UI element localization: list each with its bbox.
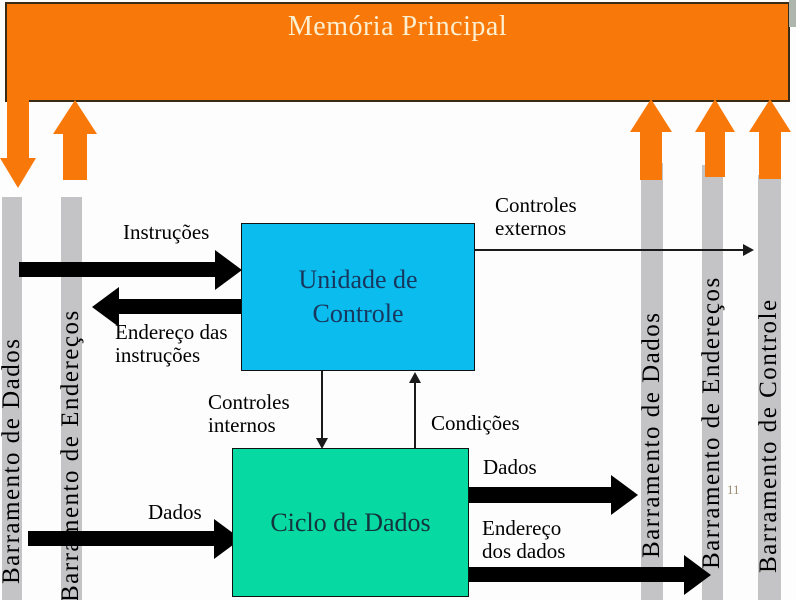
memory-up-left-arrow-body — [63, 132, 87, 180]
bus-label-left-data: Barramento de Dados — [0, 337, 25, 584]
memory-up-left-arrow-icon — [53, 100, 97, 134]
bus-bar-right-data — [641, 163, 663, 600]
conditions-arrow-line — [414, 383, 416, 453]
internal-controls-arrow-icon — [316, 438, 328, 449]
instructions-arrow-body — [19, 262, 215, 277]
control-unit-label: Unidade de Controle — [298, 265, 418, 328]
slide-corner-decoration — [789, 0, 796, 27]
data-cycle-label: Ciclo de Dados — [270, 507, 431, 537]
bus-bar-left-data — [2, 197, 22, 600]
external-controls-arrow-icon — [743, 244, 754, 256]
bus-bar-right-address — [702, 165, 723, 600]
data-in-arrow-body — [28, 531, 214, 546]
memory-up-right2-arrow-body — [705, 130, 725, 177]
control-unit-box: Unidade de Controle — [241, 223, 475, 371]
memory-up-right1-arrow-body — [640, 130, 662, 180]
instructions-label: Instruções — [123, 220, 210, 244]
external-controls-arrow-line — [475, 249, 743, 251]
memory-up-right3-arrow-icon — [749, 99, 791, 132]
instruction-address-label: Endereço das instruções — [115, 320, 228, 367]
data-address-label: Endereço dos dados — [482, 516, 566, 563]
external-controls-label: Controles externos — [495, 193, 577, 240]
memory-up-right1-arrow-icon — [630, 99, 672, 132]
bus-bar-left-address — [61, 197, 82, 600]
main-memory-title: Memória Principal — [287, 11, 508, 42]
conditions-arrow-icon — [409, 372, 421, 383]
memory-down-arrow-body — [7, 100, 29, 160]
main-memory-box: Memória Principal — [5, 2, 790, 102]
instruction-address-arrow-icon — [92, 287, 119, 327]
data-out-label: Dados — [483, 455, 537, 479]
bus-bar-right-control — [758, 175, 781, 600]
bus-label-left-address: Barramento de Endereços — [57, 309, 84, 600]
bus-label-right-address: Barramento de Endereços — [698, 276, 725, 569]
instructions-arrow-icon — [215, 250, 242, 290]
internal-controls-label: Controles internos — [208, 390, 290, 437]
conditions-label: Condições — [431, 411, 520, 435]
data-out-arrow-icon — [611, 475, 638, 515]
memory-down-arrow-icon — [0, 158, 36, 188]
page-number: 11 — [727, 482, 740, 497]
data-address-arrow-body — [468, 567, 684, 582]
data-in-label: Dados — [148, 500, 202, 524]
instruction-address-arrow-body — [119, 299, 242, 314]
memory-up-right3-arrow-body — [759, 130, 781, 179]
memory-up-right2-arrow-icon — [695, 99, 735, 132]
bus-label-right-control: Barramento de Controle — [755, 298, 782, 573]
data-cycle-box: Ciclo de Dados — [232, 448, 469, 597]
data-address-arrow-icon — [684, 555, 711, 595]
internal-controls-arrow-line — [321, 371, 323, 438]
data-out-arrow-body — [468, 487, 611, 503]
bus-label-right-data: Barramento de Dados — [638, 311, 665, 558]
